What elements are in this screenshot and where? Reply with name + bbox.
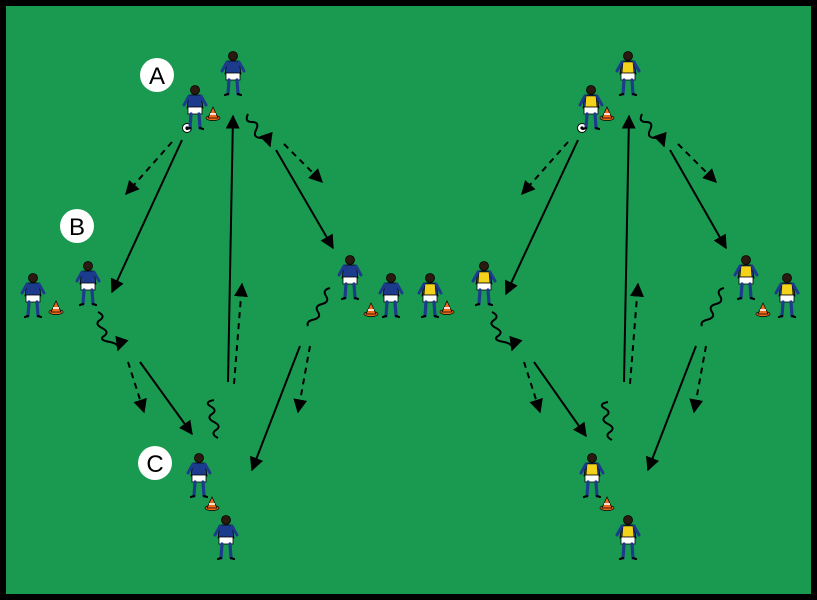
label-c-badge: C [138,446,172,480]
label-c: C [146,451,163,478]
left-drill: A B C [20,49,404,561]
label-b: B [69,214,85,241]
pass-arrow-icon [110,114,334,472]
dribble-path-icon [96,113,331,439]
right-drill [417,49,800,561]
run-arrow-icon [125,141,323,414]
pitch [6,6,811,594]
run-arrow-icon [521,141,717,414]
label-a: A [149,63,165,90]
label-b-badge: B [60,209,94,243]
pass-arrow-icon [504,114,727,472]
dribble-path-icon [490,113,725,441]
label-a-badge: A [140,58,174,92]
